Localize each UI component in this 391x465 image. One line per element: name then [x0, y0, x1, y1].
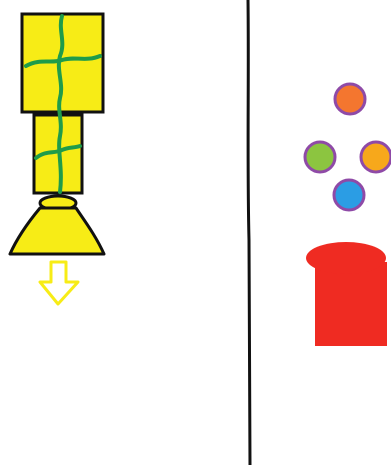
pot-body	[315, 262, 387, 346]
green-dot	[305, 142, 335, 172]
divider-line	[248, 0, 250, 465]
orange-dot-right	[361, 142, 391, 172]
orange-dot-top	[335, 84, 365, 114]
blue-dot	[334, 180, 364, 210]
pot-lid	[306, 242, 386, 274]
red-pot	[306, 242, 387, 346]
